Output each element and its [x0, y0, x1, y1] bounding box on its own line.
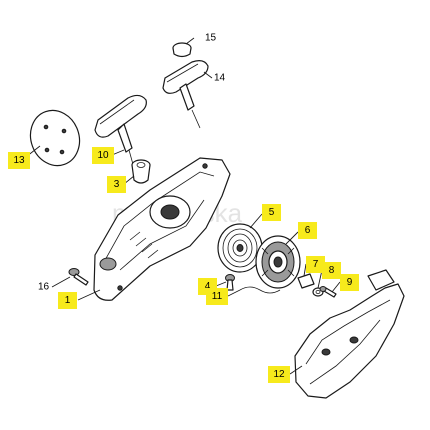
part-10-starter-handle — [94, 94, 147, 169]
part-7-pawl — [297, 273, 315, 289]
part-13-round-plate — [29, 109, 81, 167]
callout-10-label: 10 — [97, 150, 109, 161]
callout-1-label: 1 — [65, 295, 71, 306]
callout-9: 9 — [340, 274, 359, 291]
part-4-pin — [225, 274, 235, 291]
callout-8-label: 8 — [329, 265, 335, 276]
callout-15-label: 15 — [205, 33, 217, 44]
callout-7: 7 — [306, 256, 325, 273]
part-5-rewind-spring — [217, 223, 263, 273]
callout-3: 3 — [107, 176, 126, 193]
callout-3-label: 3 — [114, 179, 120, 190]
callout-9-label: 9 — [347, 277, 353, 288]
part-12-air-guide-shroud — [294, 269, 405, 399]
leader-lines — [21, 37, 341, 375]
part-11-spring-link — [239, 286, 281, 294]
part-9-screw — [319, 286, 337, 298]
part-14-starter-handle — [162, 60, 209, 129]
callout-10: 10 — [92, 147, 114, 164]
callout-16-label: 16 — [38, 282, 50, 293]
callout-4-label: 4 — [205, 281, 211, 292]
callout-11: 11 — [206, 288, 228, 305]
callout-1: 1 — [58, 292, 77, 309]
part-3-rope-guide — [131, 159, 151, 184]
callout-12: 12 — [268, 366, 290, 383]
callout-13: 13 — [8, 152, 30, 169]
callout-8: 8 — [322, 262, 341, 279]
callout-11-label: 11 — [212, 291, 223, 302]
callout-5-label: 5 — [269, 207, 275, 218]
callout-5: 5 — [262, 204, 281, 221]
part-6-rope-rotor — [255, 235, 301, 289]
callout-13-label: 13 — [13, 155, 25, 166]
callout-14-label: 14 — [214, 73, 226, 84]
callout-12-label: 12 — [273, 369, 285, 380]
callout-6-label: 6 — [305, 225, 311, 236]
part-15-grip-cap — [172, 42, 192, 58]
callout-6: 6 — [298, 222, 317, 239]
callout-7-label: 7 — [313, 259, 319, 270]
part-1-fan-housing — [93, 157, 231, 301]
part-16-screw — [68, 268, 89, 286]
